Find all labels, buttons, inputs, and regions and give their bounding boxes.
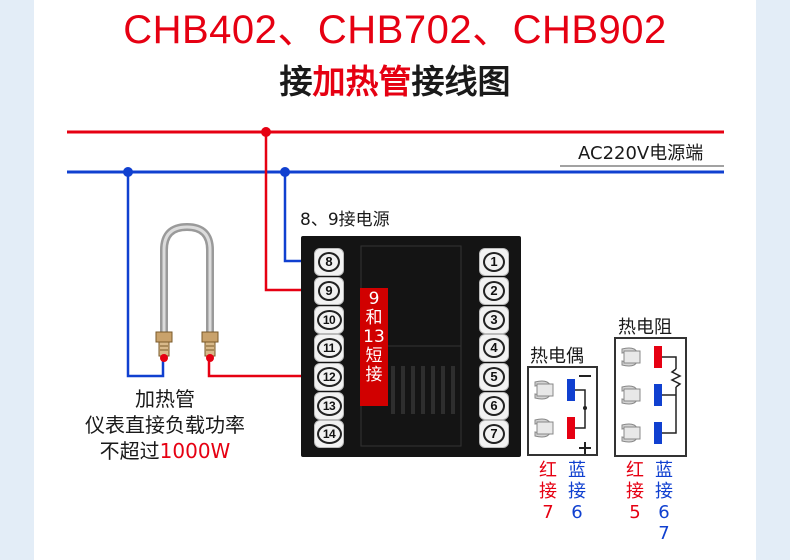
rtd-title: 热电阻 (618, 317, 672, 338)
terminal-9-label: 9 (318, 281, 340, 301)
terminal-2-label: 2 (483, 281, 505, 301)
rtd-red-c2: 接 (626, 481, 644, 502)
diagram-subtitle: 接加热管接线图 (0, 60, 790, 104)
subtitle-heat: 加热 (312, 62, 379, 101)
terminal-12-label: 12 (316, 367, 342, 387)
heater-line1: 加热管 (135, 387, 195, 411)
short-char-4: 短 (365, 346, 383, 366)
subtitle-pre: 接 (279, 62, 313, 101)
terminal-7-label: 7 (483, 424, 505, 444)
terminal-4[interactable]: 4 (479, 334, 509, 362)
subtitle-post: 接线图 (411, 62, 511, 101)
short-char-2: 和 (365, 308, 383, 328)
terminal-11[interactable]: 11 (314, 334, 344, 362)
terminal-8[interactable]: 8 (314, 248, 344, 276)
tc-red-label: 红 接 7 (537, 460, 559, 523)
terminal-14-label: 14 (316, 424, 342, 444)
controller-details (360, 245, 462, 447)
terminal-13-label: 13 (316, 396, 342, 416)
terminal-2[interactable]: 2 (479, 277, 509, 305)
tc-red-c1: 红 (539, 460, 557, 481)
heater-caption: 加热管 仪表直接负载功率 不超过1000W (60, 386, 270, 464)
terminal-6-label: 6 (483, 396, 505, 416)
heater-line3-pre: 不超过 (99, 439, 160, 463)
terminal-12[interactable]: 12 (314, 363, 344, 391)
rtd-red-c3: 5 (629, 502, 641, 523)
heater-tube-icon (155, 222, 219, 362)
rtd-box (614, 337, 687, 457)
terminal-14[interactable]: 14 (314, 420, 344, 448)
model-title: CHB402、CHB702、CHB902 (123, 8, 667, 52)
terminal-8-label: 8 (318, 252, 340, 272)
terminal-6[interactable]: 6 (479, 392, 509, 420)
blue-wire-heater (126, 172, 165, 378)
terminal-5-label: 5 (483, 367, 505, 387)
short-char-3: 13 (363, 327, 385, 347)
terminal-3[interactable]: 3 (479, 306, 509, 334)
terminal-7[interactable]: 7 (479, 420, 509, 448)
terminal-1[interactable]: 1 (479, 248, 509, 276)
thermocouple-box (527, 366, 598, 456)
tc-blue-label: 蓝 接 6 (566, 460, 588, 523)
rtd-blue-label: 蓝 接 6 7 (653, 460, 675, 544)
short-char-1: 9 (368, 289, 380, 309)
rtd-blue-c4: 7 (658, 523, 670, 544)
terminal-4-label: 4 (483, 338, 505, 358)
thermocouple-title: 热电偶 (530, 346, 584, 367)
rtd-blue-c3: 6 (658, 502, 670, 523)
tc-red-c3: 7 (542, 502, 554, 523)
tc-blue-c1: 蓝 (568, 460, 586, 481)
terminal-10[interactable]: 10 (314, 306, 344, 334)
ac-power-label: AC220V电源端 (578, 143, 704, 164)
terminal-10-label: 10 (316, 310, 342, 330)
rtd-red-label: 红 接 5 (624, 460, 646, 523)
heater-line3-power: 1000W (159, 439, 231, 463)
rtd-red-c1: 红 (626, 460, 644, 481)
terminal-1-label: 1 (483, 252, 505, 272)
short-9-13-label: 9 和 13 短 接 (360, 288, 388, 406)
terminal-13[interactable]: 13 (314, 392, 344, 420)
short-char-5: 接 (365, 365, 383, 385)
terminal-9[interactable]: 9 (314, 277, 344, 305)
rtd-blue-c2: 接 (655, 481, 673, 502)
rtd-icon (621, 346, 682, 444)
heater-line3: 不超过1000W (60, 438, 270, 464)
rtd-blue-c1: 蓝 (655, 460, 673, 481)
tc-red-c2: 接 (539, 481, 557, 502)
tc-blue-c3: 6 (571, 502, 583, 523)
terminal-11-label: 11 (316, 338, 342, 358)
thermocouple-icon (534, 375, 591, 454)
heater-line2: 仪表直接负载功率 (85, 413, 245, 437)
terminal-5[interactable]: 5 (479, 363, 509, 391)
subtitle-tube: 管 (378, 62, 412, 101)
power-note-label: 8、9接电源 (300, 210, 390, 230)
terminal-3-label: 3 (483, 310, 505, 330)
tc-blue-c2: 接 (568, 481, 586, 502)
